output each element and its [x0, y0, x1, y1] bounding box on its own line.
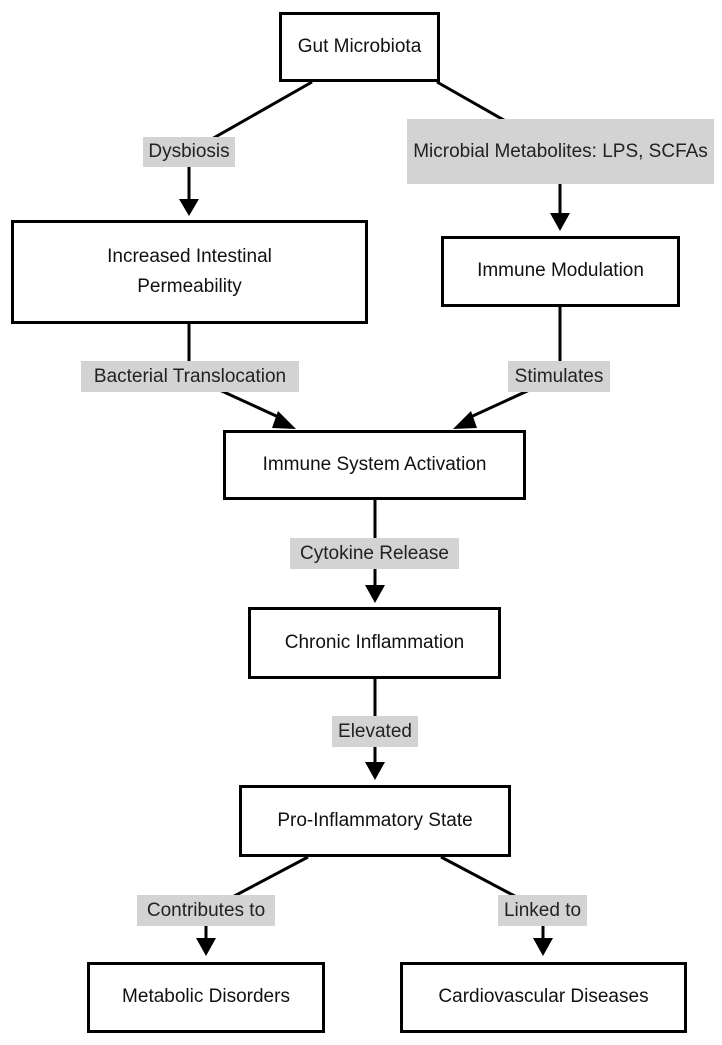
edge-label-text: Linked to — [503, 899, 582, 921]
node-label: Metabolic Disorders — [122, 986, 290, 1008]
edge-label-text: Microbial Metabolites: LPS, SCFAs — [413, 140, 708, 162]
edge-label-text: Elevated — [338, 720, 412, 742]
arrowhead — [365, 762, 385, 780]
edge-label-stimulates: Stimulates — [508, 361, 610, 392]
node-metabolic-disorders: Metabolic Disorders — [87, 962, 325, 1033]
node-immune-modulation: Immune Modulation — [441, 236, 680, 307]
edge-label-bacterial-translocation: Bacterial Translocation — [81, 361, 299, 392]
node-label: Increased Intestinal Permeability — [107, 245, 272, 297]
arrowhead — [196, 938, 216, 956]
edge-label-linked-to: Linked to — [498, 895, 587, 926]
node-chronic-inflammation: Chronic Inflammation — [248, 607, 501, 679]
edge-label-text: Bacterial Translocation — [93, 365, 287, 387]
arrowhead — [550, 213, 570, 231]
node-immune-system-activation: Immune System Activation — [223, 430, 526, 500]
node-gut-microbiota: Gut Microbiota — [279, 12, 440, 82]
edge-label-text: Dysbiosis — [148, 141, 230, 163]
edge-label-cytokine-release: Cytokine Release — [290, 538, 459, 569]
edge-label-contributes-to: Contributes to — [137, 895, 275, 926]
edge-label-text: Cytokine Release — [300, 542, 449, 564]
arrowhead — [365, 585, 385, 603]
node-label: Immune System Activation — [262, 453, 487, 475]
edge-label-elevated: Elevated — [332, 716, 418, 747]
node-label: Chronic Inflammation — [284, 631, 465, 653]
arrowhead — [533, 938, 553, 956]
node-label: Pro-Inflammatory State — [277, 809, 473, 831]
node-increased-intestinal-permeability: Increased Intestinal Permeability — [11, 220, 368, 324]
node-pro-inflammatory-state: Pro-Inflammatory State — [239, 785, 511, 857]
node-cardiovascular-diseases: Cardiovascular Diseases — [400, 962, 687, 1033]
edge-label-metabolites: Microbial Metabolites: LPS, SCFAs — [407, 119, 714, 184]
node-label: Immune Modulation — [477, 260, 644, 282]
edge-label-dysbiosis: Dysbiosis — [143, 137, 235, 167]
node-label: Gut Microbiota — [297, 35, 422, 57]
arrowhead — [272, 411, 296, 429]
node-label: Cardiovascular Diseases — [438, 986, 649, 1008]
arrowhead — [453, 411, 477, 429]
edge-label-text: Contributes to — [146, 899, 266, 921]
edge-label-text: Stimulates — [514, 365, 604, 387]
arrowhead — [179, 199, 199, 216]
